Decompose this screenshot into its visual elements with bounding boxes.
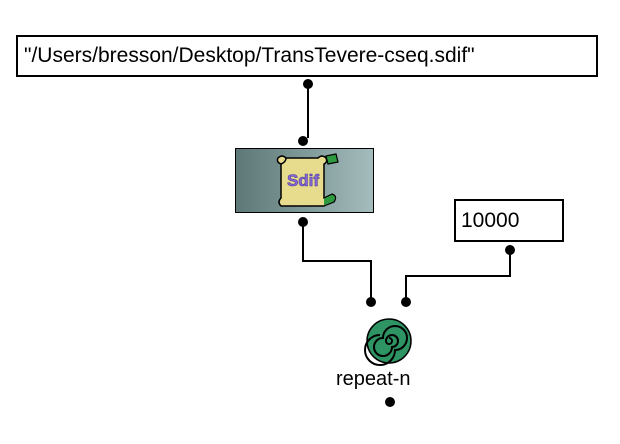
connections (302, 87, 511, 298)
path-value-box[interactable]: "/Users/bresson/Desktop/TransTevere-cseq… (16, 35, 598, 77)
number-value-box[interactable]: 10000 (454, 199, 564, 242)
repeat-inlet-1[interactable] (366, 297, 376, 307)
connection-number-to-repeat[interactable] (405, 252, 511, 298)
repeat-outlet[interactable] (385, 397, 395, 407)
repeat-n-label: repeat-n (336, 368, 411, 390)
ports (298, 79, 515, 407)
repeat-inlet-2[interactable] (401, 297, 411, 307)
number-box-outlet[interactable] (505, 245, 515, 255)
path-value-text: "/Users/bresson/Desktop/TransTevere-cseq… (24, 44, 475, 67)
spiral-icon[interactable] (364, 316, 414, 366)
sdif-box-inlet[interactable] (298, 136, 308, 146)
sdif-file-box[interactable]: Sdif (235, 148, 374, 213)
sdif-icon-text: Sdif (287, 171, 319, 190)
path-box-outlet[interactable] (303, 79, 313, 89)
connection-sdif-to-repeat[interactable] (302, 224, 372, 298)
sdif-scroll-icon: Sdif (276, 153, 339, 207)
number-value-text: 10000 (461, 208, 520, 232)
sdif-box-outlet[interactable] (298, 217, 308, 227)
